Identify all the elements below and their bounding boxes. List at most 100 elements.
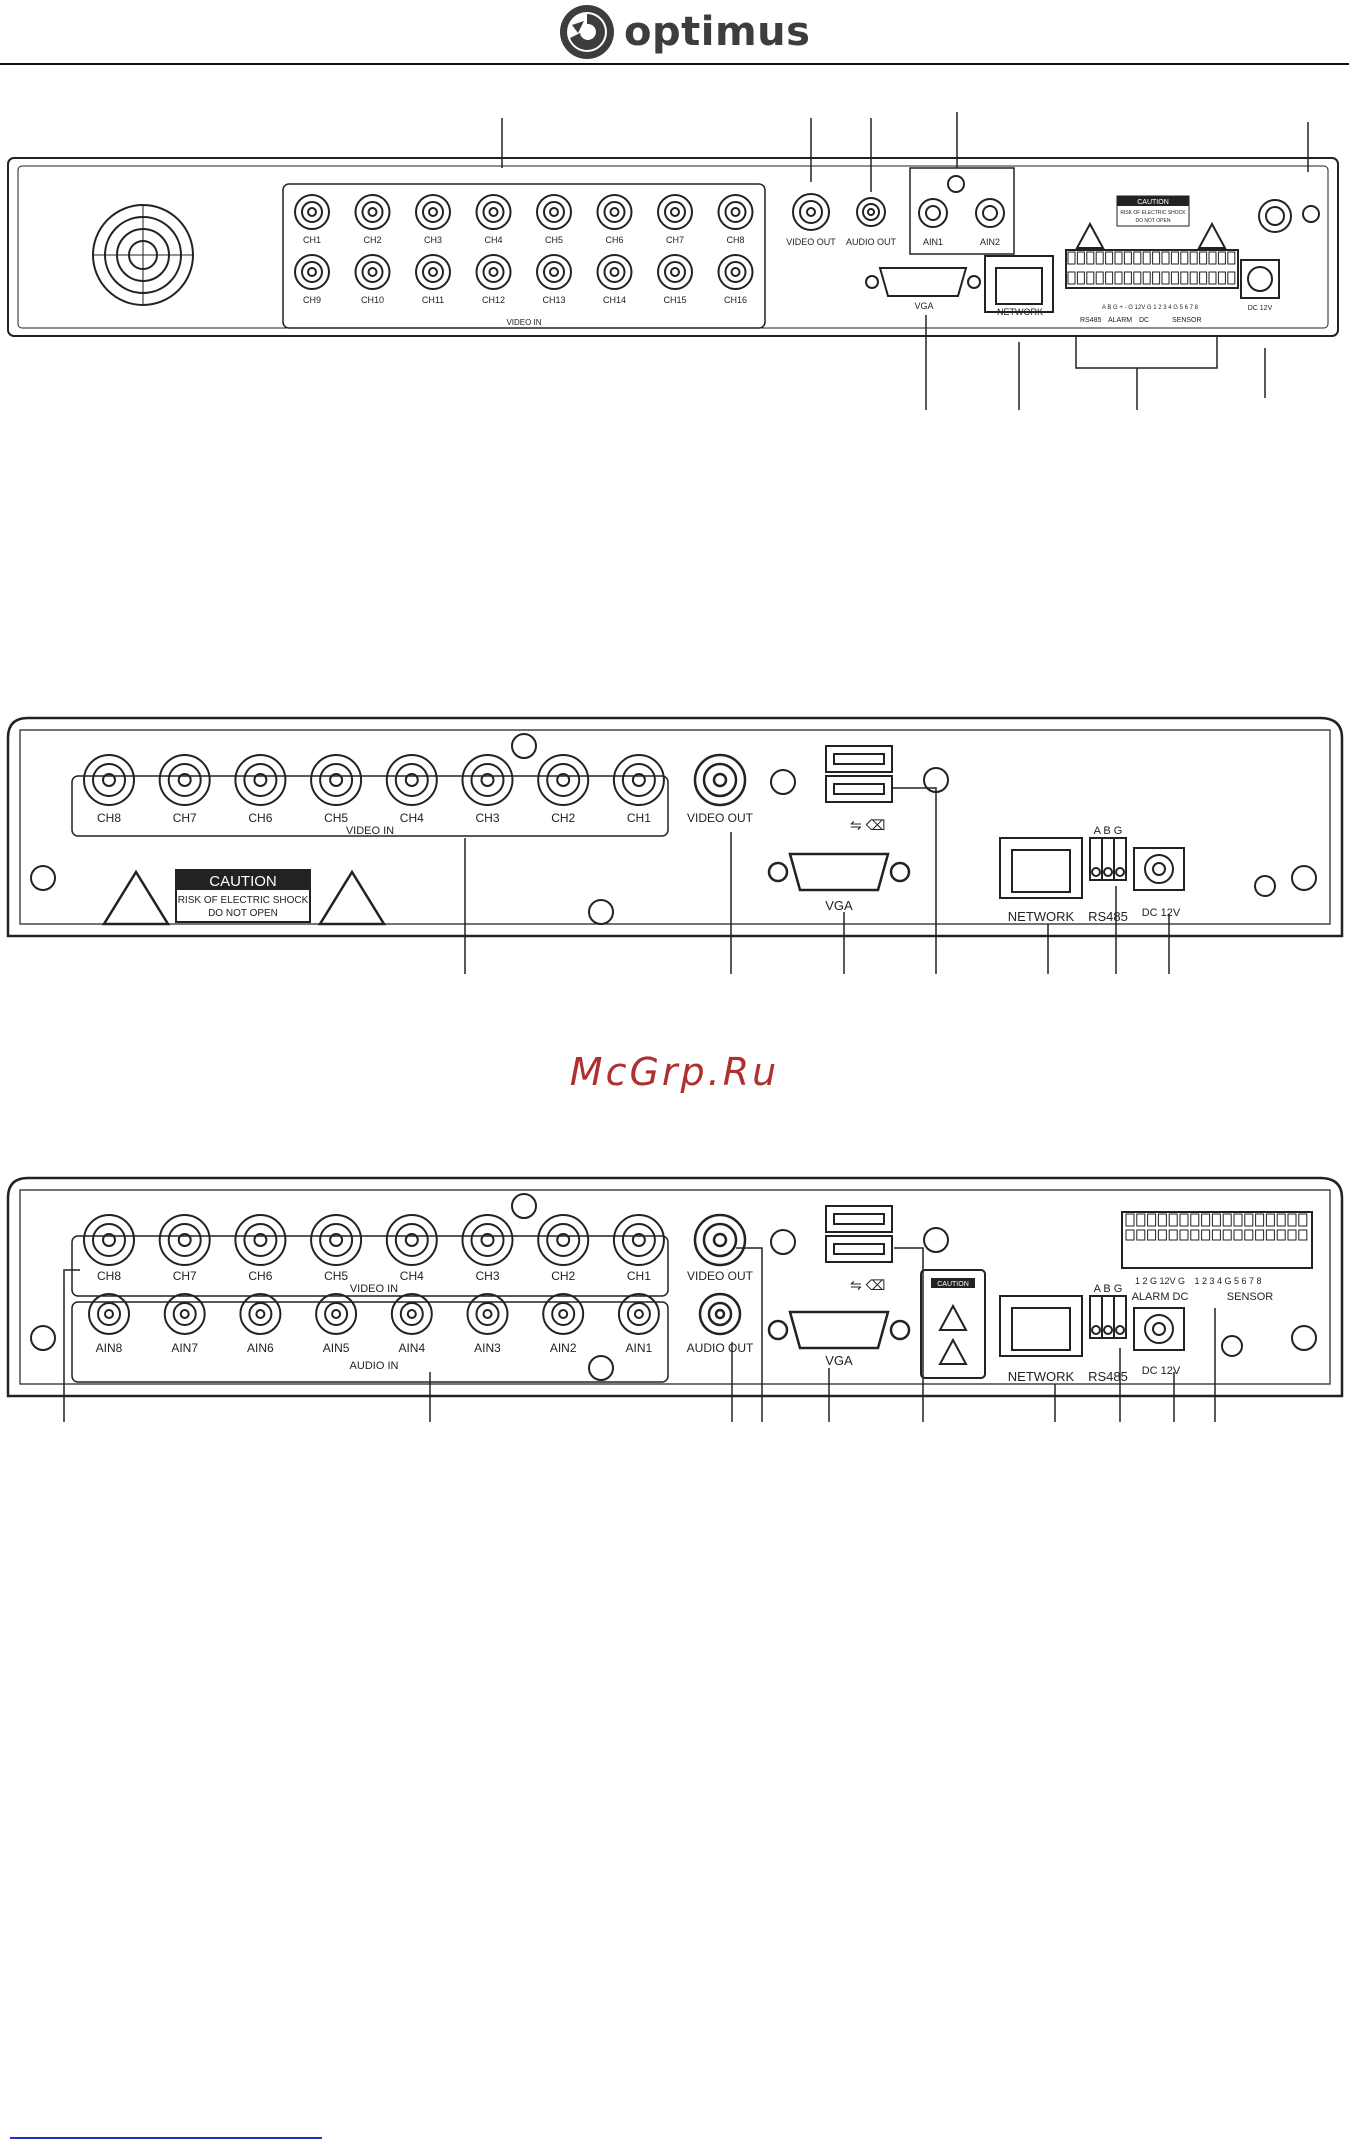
bnc-ch7-label: CH7	[666, 235, 684, 245]
bnc-ch5: CH5	[310, 1214, 363, 1283]
rca-ain1: AIN1	[617, 1293, 660, 1355]
bnc-ch4: CH4	[475, 194, 512, 245]
bnc-ch5: CH5	[310, 754, 363, 825]
caution-sticker	[1075, 195, 1227, 249]
callout-lines	[501, 112, 1309, 410]
bnc-ch12-label: CH12	[482, 295, 505, 305]
bnc-ch14: CH14	[596, 254, 633, 305]
footer-link-underline[interactable]	[10, 2137, 322, 2139]
network-label: NETWORK	[1008, 1369, 1075, 1384]
rca-ain7-label: AIN7	[171, 1341, 198, 1355]
bnc-ch2-label: CH2	[551, 811, 575, 825]
video-in-label: VIDEO IN	[346, 825, 394, 837]
caution-line2: DO NOT OPEN	[208, 908, 278, 919]
video-in-group	[71, 775, 669, 837]
video-in-group	[282, 183, 766, 329]
caution-title: CAUTION	[209, 873, 277, 890]
caution-title: CAUTION	[1137, 199, 1169, 206]
audio-in-group	[909, 167, 1015, 255]
bnc-ch1-label: CH1	[303, 235, 321, 245]
bnc-ch8: CH8	[83, 1214, 135, 1283]
bnc-ch7-label: CH7	[173, 811, 197, 825]
video-out-label: VIDEO OUT	[786, 237, 836, 247]
bnc-ch5: CH5	[536, 194, 572, 245]
bnc-ch8-label: CH8	[97, 1269, 121, 1283]
bnc-ch1: CH1	[612, 754, 665, 825]
bnc-ch6: CH6	[234, 754, 287, 825]
rca-ain3: AIN3	[466, 1293, 509, 1355]
bnc-ch7: CH7	[158, 1214, 211, 1283]
alarm-dc-label: ALARM DC	[1132, 1291, 1189, 1303]
bnc-ch6: CH6	[596, 194, 633, 245]
bnc-ch8: CH8	[83, 754, 135, 825]
video-out-label: VIDEO OUT	[687, 1269, 754, 1283]
caution-sticker	[920, 1269, 986, 1379]
rs485-label: RS485	[1080, 317, 1102, 324]
bnc-ch3: CH3	[461, 754, 514, 825]
rs485-terminal	[1089, 1295, 1127, 1339]
audio-out-label: AUDIO OUT	[687, 1341, 754, 1355]
dc-power-jack	[1133, 1307, 1185, 1351]
bnc-ch7: CH7	[657, 194, 693, 245]
bnc-ch4-label: CH4	[484, 235, 502, 245]
dc12v-label: DC 12V	[1248, 305, 1273, 312]
bnc-ch7-label: CH7	[173, 1269, 197, 1283]
abg-label: A B G	[1094, 825, 1123, 837]
ain1-label: AIN1	[923, 237, 943, 247]
callout-lines	[63, 1247, 1216, 1422]
ain2-label: AIN2	[980, 237, 1000, 247]
bnc-ch3: CH3	[415, 194, 451, 245]
bnc-ch1-label: CH1	[627, 1269, 651, 1283]
bnc-ch4: CH4	[385, 754, 438, 825]
caution-line1: RISK OF ELECTRIC SHOCK	[178, 895, 309, 906]
network-label: NETWORK	[997, 307, 1043, 317]
bnc-ch14-label: CH14	[603, 295, 626, 305]
bnc-ch13: CH13	[536, 254, 572, 305]
caution-line2: DO NOT OPEN	[1136, 218, 1171, 224]
rs485-terminal	[1089, 837, 1127, 881]
bnc-ch8: CH8	[717, 194, 754, 245]
bnc-ch5-label: CH5	[324, 811, 348, 825]
video-out-label: VIDEO OUT	[687, 811, 754, 825]
audio-in-group	[71, 1301, 669, 1383]
optimus-logo: optimus	[558, 2, 810, 62]
usb-icon: ⇋ ⌫	[850, 817, 885, 833]
rca-ain2: AIN2	[542, 1293, 585, 1355]
bnc-ch5-label: CH5	[545, 235, 563, 245]
optimus-emblem-icon	[560, 5, 614, 59]
usb-icon: ⇋ ⌫	[850, 1277, 885, 1293]
ground-terminal	[1258, 199, 1320, 233]
audio-out-label: AUDIO OUT	[846, 237, 897, 247]
rca-ain2-label: AIN2	[550, 1341, 577, 1355]
bnc-ch6-label: CH6	[248, 811, 272, 825]
vga-port	[865, 267, 981, 297]
rs485-label: RS485	[1088, 1369, 1128, 1384]
bnc-ch6: CH6	[234, 1214, 287, 1283]
rca-ain7: AIN7	[163, 1293, 206, 1355]
video-in-group	[71, 1235, 669, 1297]
terminal-block	[1065, 249, 1239, 289]
sensor-label: SENSOR	[1227, 1291, 1274, 1303]
bnc-ch3-label: CH3	[475, 811, 499, 825]
bnc-ch11: CH11	[415, 254, 451, 305]
bnc-ch8-label: CH8	[726, 235, 744, 245]
bnc-ch11-label: CH11	[422, 295, 444, 305]
network-label: NETWORK	[1008, 909, 1075, 924]
network-port	[999, 1295, 1083, 1357]
screws	[30, 1193, 1317, 1381]
rca-ain4: AIN4	[390, 1293, 433, 1355]
alarm-nums: 1 2 G 12V G	[1135, 1276, 1185, 1286]
bnc-ch9-label: CH9	[303, 295, 321, 305]
sensor-nums: 1 2 3 4 G 5 6 7 8	[1194, 1276, 1261, 1286]
video-in-label: VIDEO IN	[506, 318, 541, 327]
watermark: McGrp.Ru	[569, 1050, 780, 1094]
vga-port	[767, 852, 911, 892]
caution-title: CAUTION	[937, 1281, 969, 1288]
usb-ports	[825, 1205, 893, 1263]
